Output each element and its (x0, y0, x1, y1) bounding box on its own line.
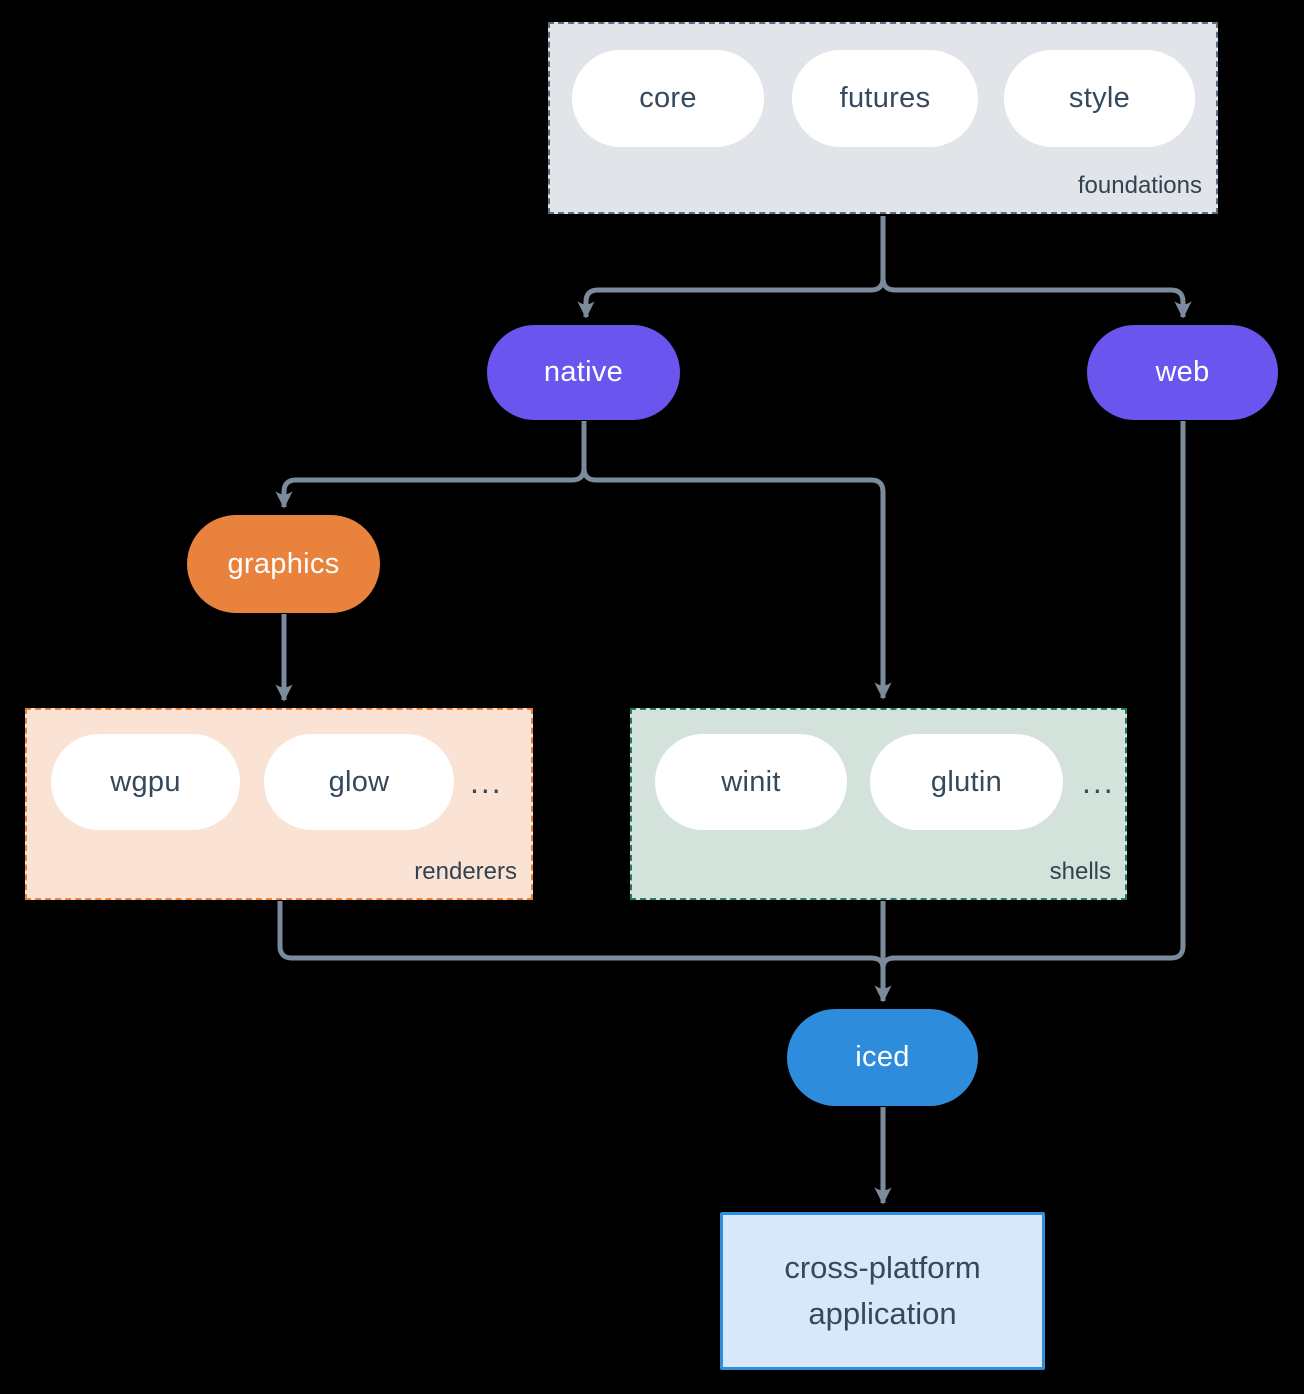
node-core: core (572, 50, 764, 147)
edge-native-graphics (275, 421, 587, 509)
node-graphics-label: graphics (227, 547, 340, 580)
edge-native-shells (581, 458, 892, 700)
group-label-renderers: renderers (414, 858, 517, 885)
node-wgpu: wgpu (51, 734, 240, 830)
node-application: cross-platform application (720, 1212, 1045, 1370)
group-foundations: core futures style foundations (548, 22, 1218, 214)
edge-foundations-web (880, 254, 1192, 319)
node-graphics: graphics (187, 515, 380, 613)
edge-renderers-merge (277, 901, 886, 969)
node-glutin-label: glutin (930, 765, 1003, 798)
group-label-shells: shells (1049, 858, 1111, 885)
node-web: web (1087, 325, 1278, 420)
node-native: native (487, 325, 680, 420)
node-native-label: native (543, 356, 624, 388)
node-core-label: core (639, 82, 697, 114)
ellipsis-shells: ... (1082, 763, 1115, 800)
ellipsis-renderers: ... (470, 763, 503, 800)
node-glutin: glutin (870, 734, 1063, 830)
node-futures-label: futures (839, 82, 931, 114)
node-iced-label: iced (855, 1041, 910, 1073)
group-label-foundations: foundations (1077, 172, 1202, 199)
node-web-label: web (1155, 356, 1210, 388)
application-label-line1: cross-platform (784, 1250, 981, 1285)
group-renderers: wgpu glow ... renderers (25, 708, 533, 900)
node-winit-label: winit (721, 765, 781, 798)
node-glow-label: glow (328, 765, 390, 798)
node-iced: iced (787, 1009, 978, 1106)
node-style: style (1004, 50, 1195, 147)
node-wgpu-label: wgpu (110, 765, 181, 798)
node-futures: futures (792, 50, 978, 147)
group-shells: winit glutin ... shells (630, 708, 1127, 900)
edge-foundations-native (577, 216, 886, 319)
application-label-line2: application (808, 1296, 957, 1331)
node-glow: glow (264, 734, 454, 830)
node-winit: winit (655, 734, 847, 830)
node-style-label: style (1068, 82, 1131, 114)
